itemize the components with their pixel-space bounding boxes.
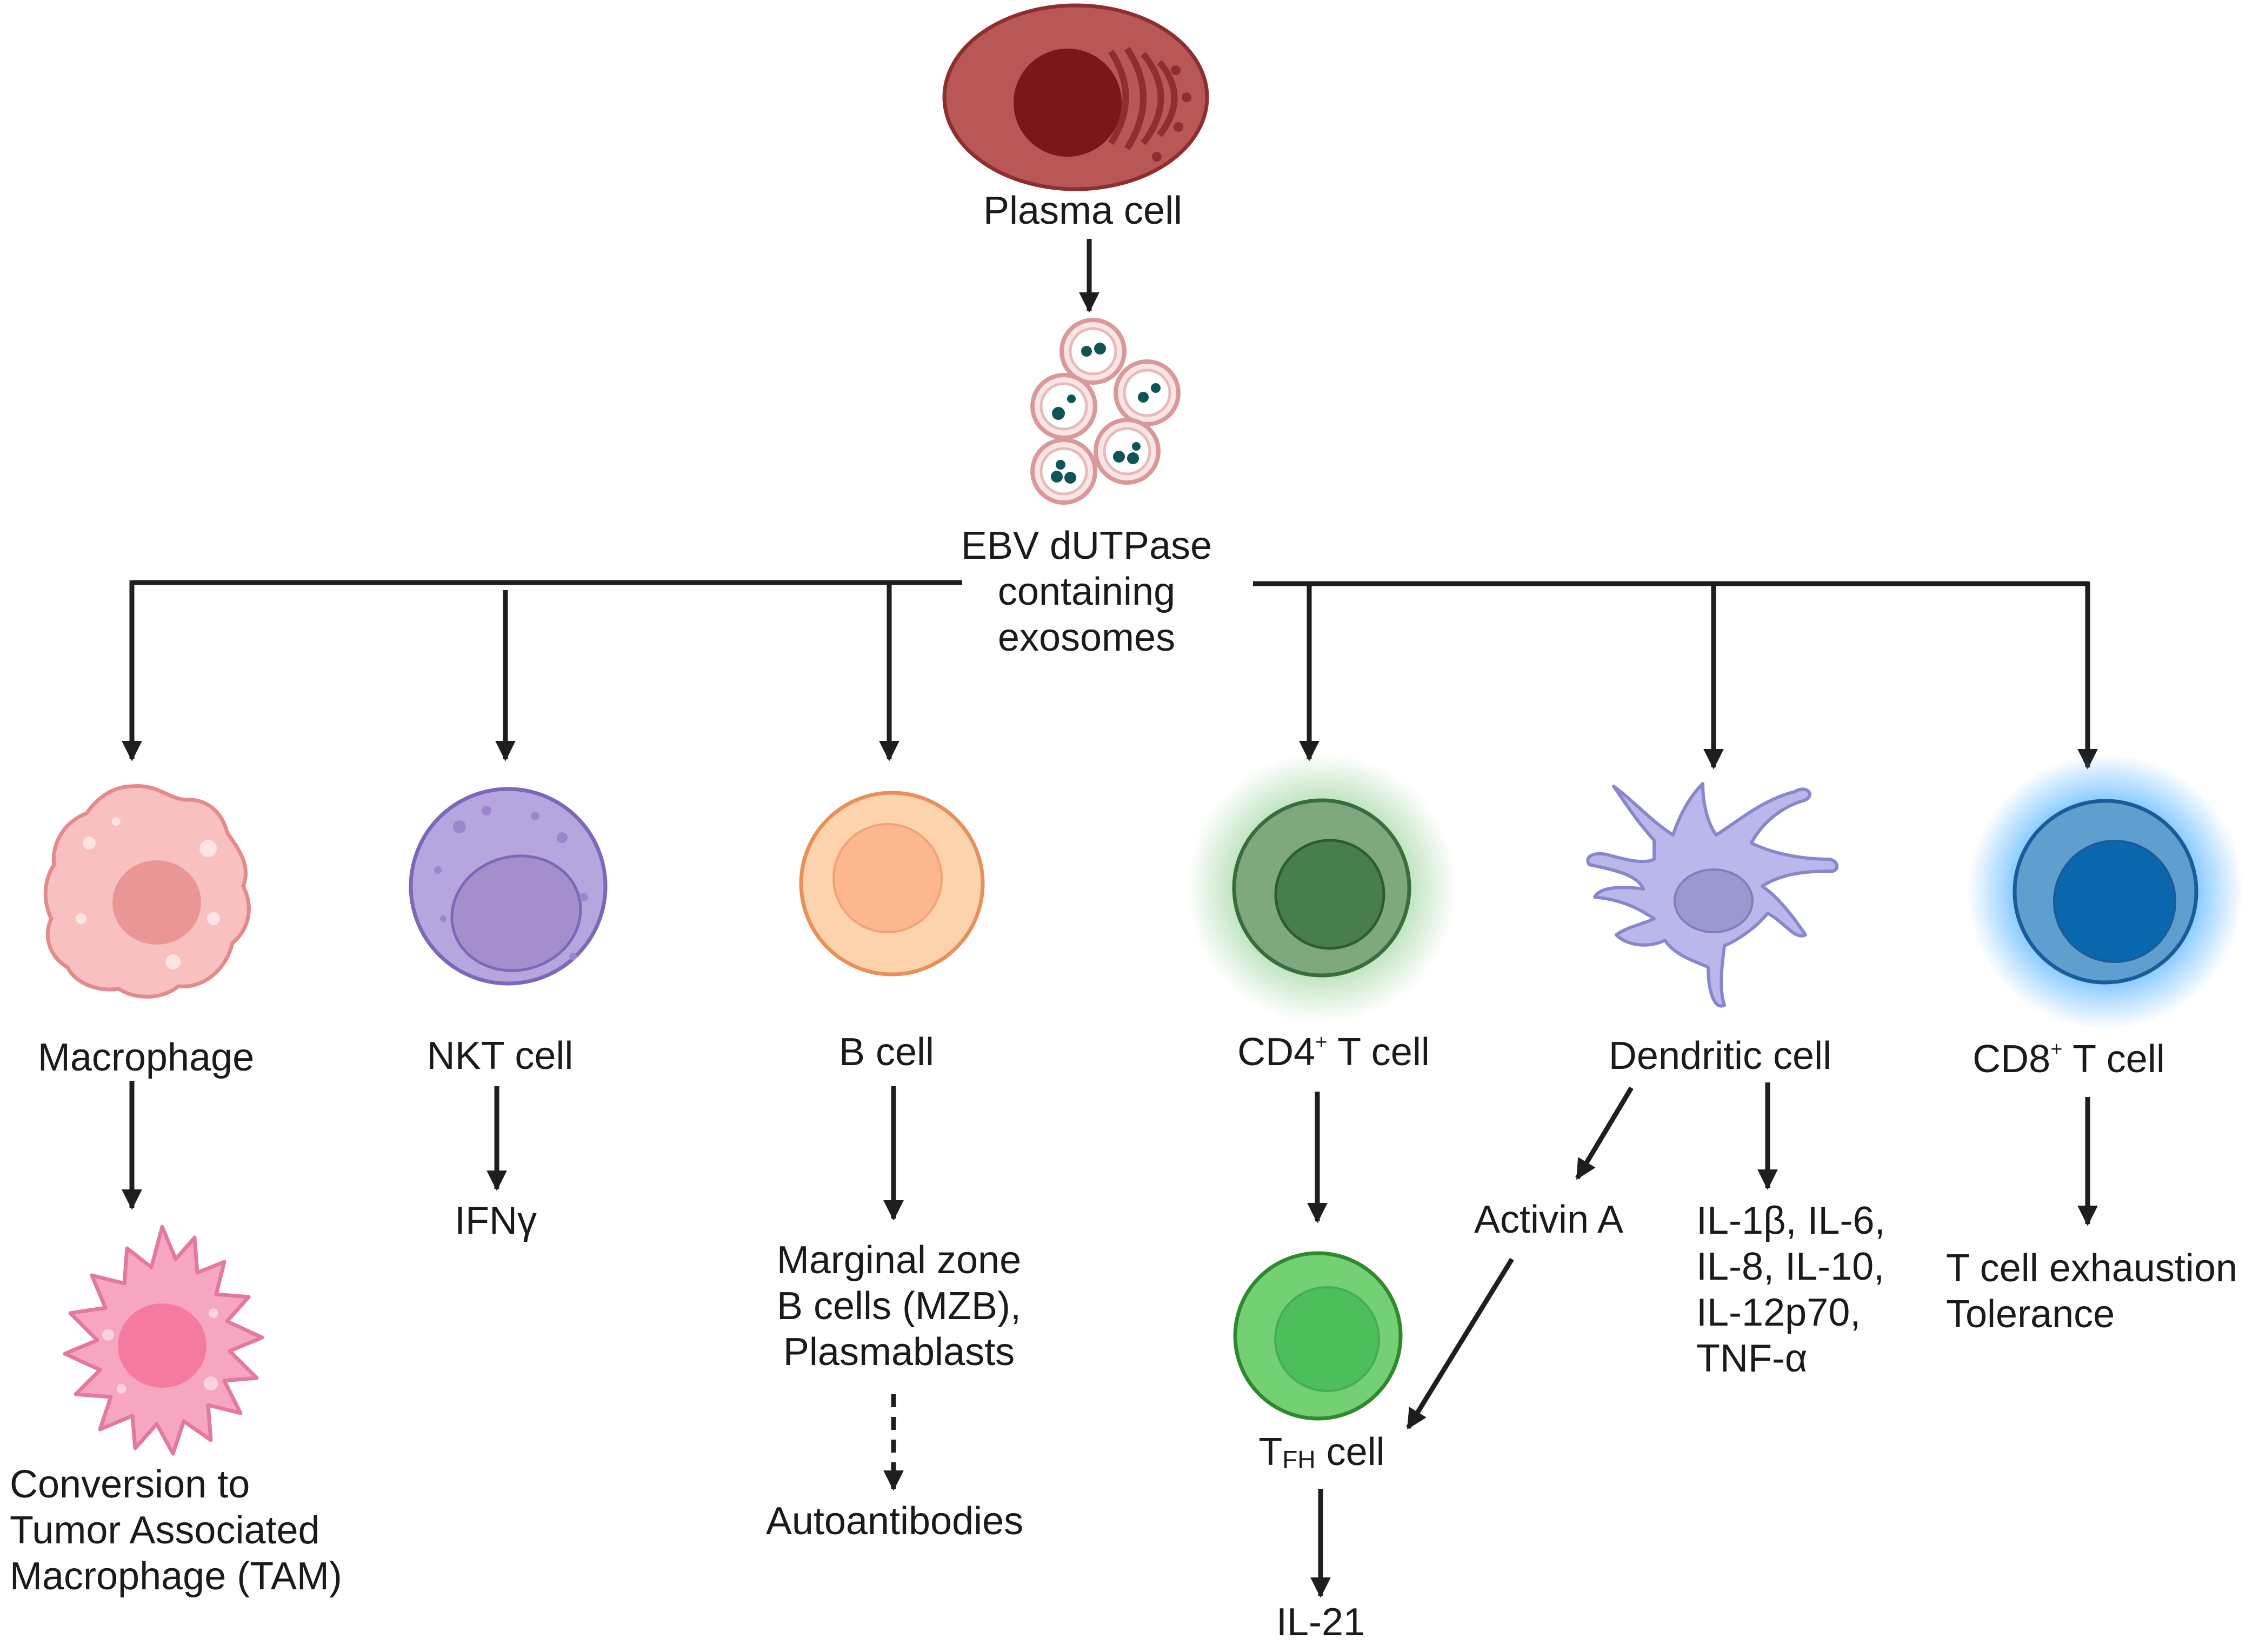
arrow-activin-to-tfh [1406, 1258, 1514, 1430]
distribution-bar [122, 580, 2098, 770]
tam-line-3: Macrophage (TAM) [10, 1555, 342, 1598]
autoantibodies-label: Autoantibodies [765, 1500, 1024, 1543]
exosomes-line-2: containing [997, 570, 1176, 613]
cd4-label-sup: + [1315, 1031, 1328, 1054]
b-cell-label: B cell [838, 1031, 935, 1074]
tfh-label-rest: cell [1315, 1430, 1385, 1474]
cytokines-line-2: IL-8, IL-10, [1696, 1245, 1885, 1288]
cd8-label-rest: T cell [2062, 1038, 2165, 1081]
cd4-t-cell-icon [1187, 753, 1457, 1023]
cd8-label-main: CD8 [1973, 1038, 2051, 1081]
cytokines-line-3: IL-12p70, [1696, 1291, 1861, 1334]
plasma-cell-icon [942, 3, 1209, 191]
cd4-label-rest: T cell [1327, 1031, 1430, 1074]
cd8-t-cell-label: CD8+ T cell [1973, 1036, 2165, 1082]
tam-label: Conversion to Tumor Associated Macrophag… [10, 1462, 342, 1600]
tam-line-2: Tumor Associated [10, 1509, 320, 1552]
cd8-label-sup: + [2050, 1038, 2063, 1061]
mzb-label: Marginal zone B cells (MZB), Plasmablast… [777, 1238, 1021, 1375]
mzb-line-1: Marginal zone [776, 1239, 1022, 1282]
dendritic-cytokines-label: IL-1β, IL-6, IL-8, IL-10, IL-12p70, TNF-… [1696, 1198, 1885, 1382]
mzb-line-3: Plasmablasts [783, 1330, 1015, 1374]
macrophage-label: Macrophage [37, 1036, 255, 1079]
tfh-label-sub: FH [1282, 1446, 1316, 1474]
activin-a-label: Activin A [1474, 1198, 1624, 1241]
exosomes-line-1: EBV dUTPase [961, 524, 1212, 567]
exosomes-icon [1030, 318, 1181, 505]
dendritic-cell-label: Dendritic cell [1608, 1034, 1832, 1078]
cd4-label-main: CD4 [1237, 1031, 1316, 1074]
b-cell-icon [799, 791, 985, 977]
cd8-outcome-label: T cell exhaustion Tolerance [1946, 1246, 2237, 1337]
dendritic-cell-icon [1586, 782, 1839, 1008]
cytokines-line-4: TNF-α [1696, 1337, 1808, 1380]
nkt-cell-label: NKT cell [427, 1034, 574, 1078]
tfh-label-main: T [1258, 1430, 1283, 1474]
tam-line-1: Conversion to [10, 1463, 250, 1506]
ifng-label: IFNγ [455, 1199, 537, 1242]
cytokines-line-1: IL-1β, IL-6, [1696, 1199, 1885, 1242]
cd8-outcome-line-1: T cell exhaustion [1946, 1247, 2237, 1290]
plasma-cell-label: Plasma cell [983, 189, 1183, 232]
cd8-t-cell-icon [1968, 754, 2243, 1029]
nkt-cell-icon [409, 787, 608, 986]
exosomes-line-3: exosomes [997, 616, 1176, 659]
exosomes-label: EBV dUTPase containing exosomes [961, 523, 1212, 661]
tfh-cell-label: TFH cell [1258, 1429, 1384, 1475]
tam-icon [63, 1225, 264, 1456]
arrow-dendritic-to-activin [1575, 1086, 1634, 1180]
il21-label: IL-21 [1276, 1601, 1365, 1644]
cd8-outcome-line-2: Tolerance [1946, 1293, 2115, 1336]
tfh-cell-icon [1233, 1251, 1403, 1421]
mzb-line-2: B cells (MZB), [776, 1285, 1021, 1328]
cd4-t-cell-label: CD4+ T cell [1237, 1029, 1430, 1075]
macrophage-icon [43, 784, 251, 999]
